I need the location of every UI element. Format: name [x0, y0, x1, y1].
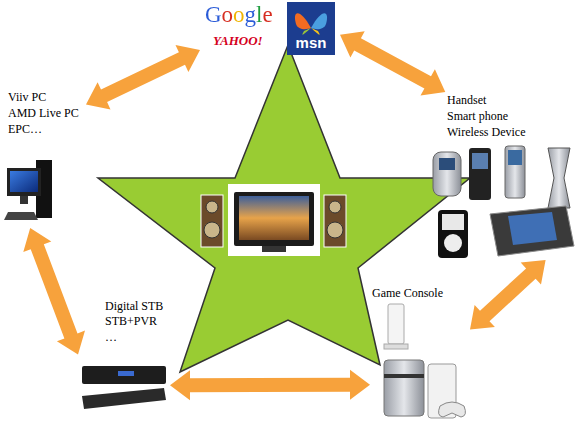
msn-logo [287, 2, 335, 55]
device-group: GoogleYAHOO! msn [200, 0, 340, 58]
wii-stand [384, 344, 408, 349]
wii-console [388, 304, 404, 344]
pc-keyboard [4, 212, 38, 220]
device-group: Game Console [370, 284, 470, 422]
stb-display [118, 371, 134, 376]
phone-screen [472, 153, 488, 169]
speaker [201, 195, 223, 247]
phone-screen [439, 158, 455, 170]
candybar-phone [469, 148, 491, 200]
pda-device [490, 206, 574, 256]
device-label: … [105, 330, 117, 344]
double-arrow [340, 31, 445, 95]
speaker-cone [206, 201, 218, 213]
device-group: Viiv PC AMD Live PC EPC… [4, 86, 86, 228]
device-group: Digital STBSTB+PVR … [78, 298, 170, 416]
phone-screen [508, 150, 522, 165]
double-arrow [86, 45, 200, 109]
speaker-cone [329, 201, 341, 213]
butterfly-wing [311, 28, 320, 35]
device-label: EPC… [8, 122, 42, 136]
slim-phone [505, 146, 525, 198]
tv-screen [239, 196, 309, 240]
star-shape [98, 45, 470, 372]
pda-screen [508, 212, 557, 245]
double-arrow [170, 370, 370, 401]
device-label: AMD Live PC [8, 106, 79, 120]
double-arrow [23, 228, 85, 355]
device-label: Wireless Device [447, 125, 525, 139]
tv-frame [234, 192, 314, 246]
stb-box [82, 366, 166, 384]
speaker [324, 195, 346, 247]
device-label: STB+PVR [105, 314, 157, 328]
logo-text: YAHOO! [213, 33, 263, 48]
logo-text: msn [287, 34, 335, 52]
speaker-cone [204, 222, 220, 238]
stb-remote [82, 388, 166, 409]
flip-phone [433, 152, 461, 196]
tv-panel [228, 184, 320, 256]
device-label: Digital STB [105, 299, 163, 313]
ipod-screen [442, 214, 464, 230]
pc-stand [20, 196, 28, 204]
double-arrow [470, 260, 546, 330]
logo-text: Google [205, 2, 273, 28]
device-label: Viiv PC [8, 90, 46, 104]
device-label: Handset [447, 93, 486, 107]
device-label: Game Console [372, 286, 443, 300]
ps3-console [384, 360, 424, 416]
speaker-cone [327, 222, 343, 238]
butterfly-wing [302, 28, 311, 35]
xbox-controller [439, 402, 466, 417]
device-group: HandsetSmart phoneWireless Device [424, 92, 576, 260]
butterfly-wing [295, 13, 311, 29]
ipod [438, 210, 468, 258]
ipod-wheel [444, 234, 462, 252]
hourglass-phone [548, 148, 570, 208]
butterfly-wing [311, 13, 327, 29]
device-label: Smart phone [447, 109, 508, 123]
tv-stand [262, 246, 286, 252]
pc-screen [10, 171, 38, 192]
ps3-stripe [384, 374, 424, 378]
pc-monitor [7, 168, 41, 196]
